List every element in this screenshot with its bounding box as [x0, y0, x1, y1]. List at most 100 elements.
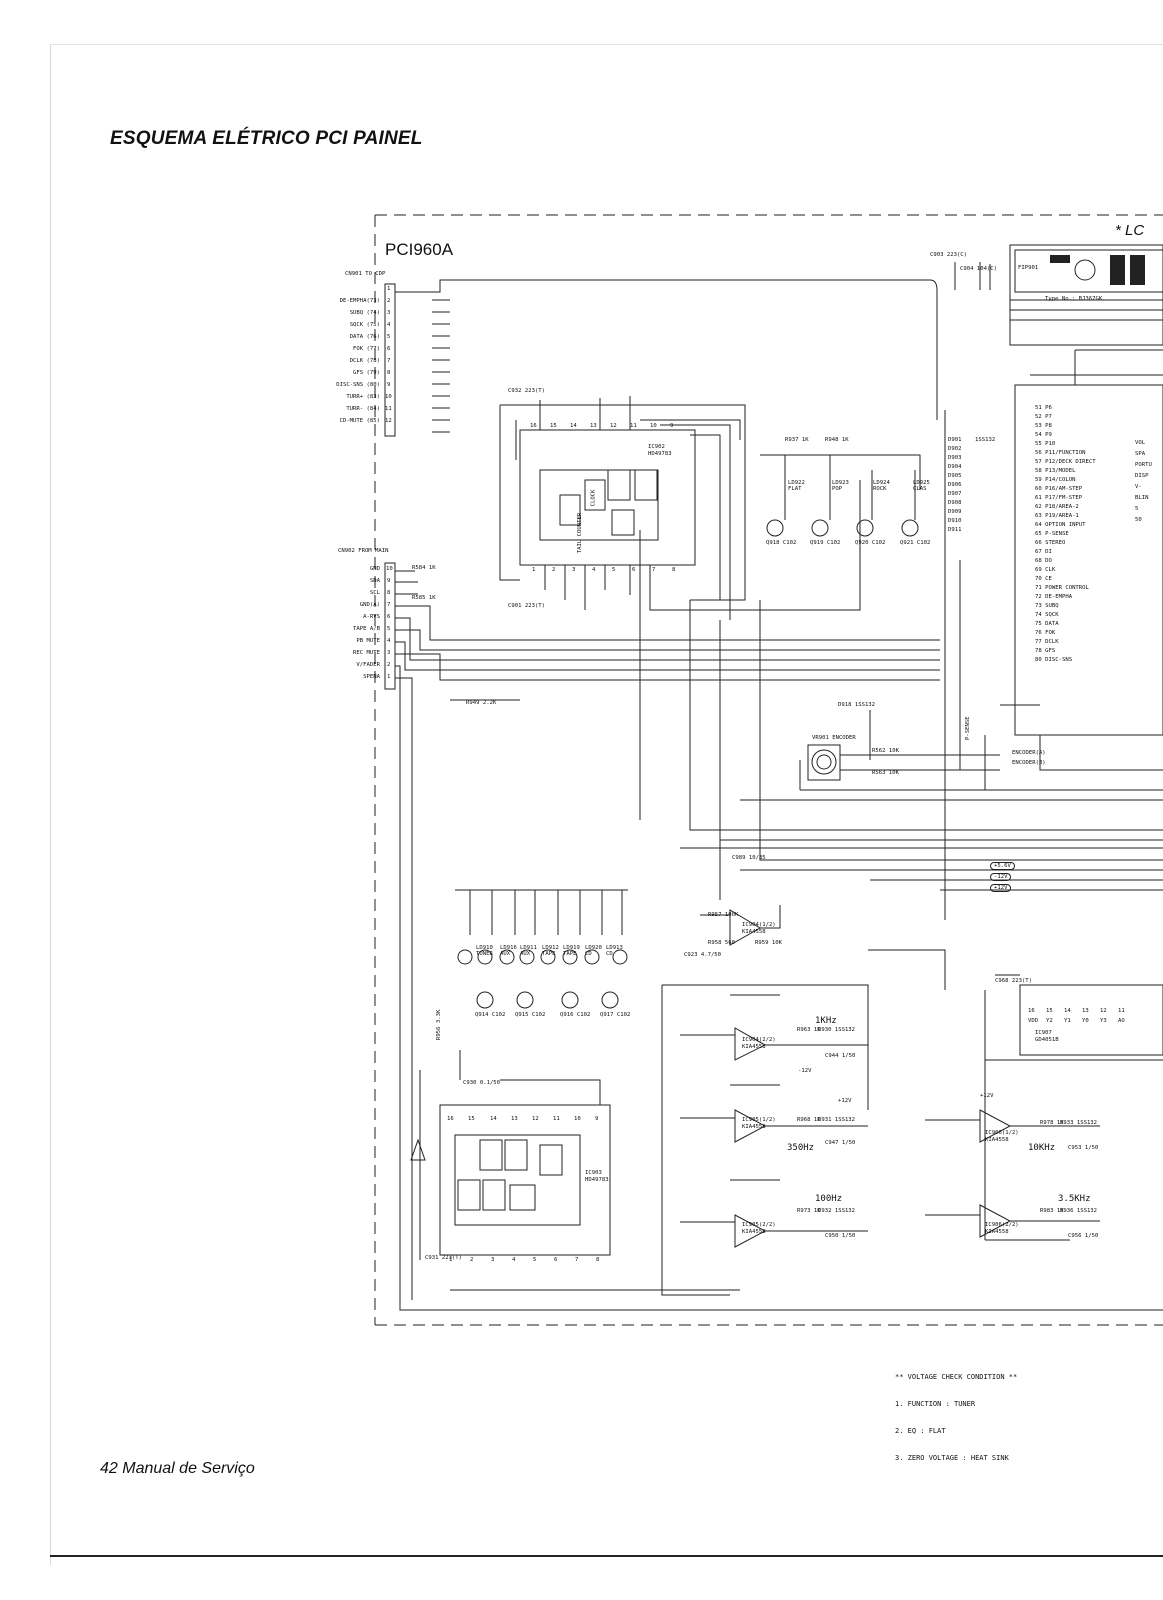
- micro-cell: V-: [1135, 484, 1142, 490]
- cn901-pin-number: 11: [385, 406, 392, 412]
- diode-ref: D906: [948, 482, 962, 488]
- opamp-ref: IC905(1/2): [742, 1117, 776, 1123]
- led-ref: LD920: [585, 945, 602, 951]
- filter-res: R978 1K: [1040, 1120, 1064, 1126]
- led-ref: LD910: [476, 945, 493, 951]
- cn901-pin-number: 8: [387, 370, 391, 376]
- cn902-pin-label: PB MUTE: [356, 638, 380, 644]
- opamp-part: KIA4558: [985, 1229, 1009, 1235]
- r956-label: R956 3.3K: [436, 1009, 442, 1040]
- notes-item: 1. FUNCTION : TUNER: [895, 1400, 976, 1408]
- cn901-pin-label: SQCK (75): [349, 322, 380, 328]
- r958-label: R958 560: [708, 940, 735, 946]
- cn902-title: CN902 FROM MAIN: [338, 548, 389, 554]
- cn902-pin-number: 1: [387, 674, 391, 680]
- ic902-part: HD49783: [648, 451, 672, 457]
- supply-label: -12V: [798, 1068, 812, 1074]
- led-name: CD: [606, 951, 613, 957]
- micro-pin: 67 DI: [1035, 549, 1052, 555]
- opamp-part: KIA4558: [742, 1044, 766, 1050]
- filter-cap: C956 1/50: [1068, 1233, 1099, 1239]
- page-edge: [50, 44, 1163, 1565]
- micro-cell: DISP: [1135, 473, 1149, 479]
- ic907-pin: 16: [1028, 1008, 1035, 1014]
- micro-pin: 53 P8: [1035, 423, 1052, 429]
- ic902-block: TAIL COUNTER: [577, 512, 584, 554]
- cn902-pin-number: 6: [387, 614, 391, 620]
- cn902-pin-label: V/FADER: [356, 662, 380, 668]
- rail-label: -12V: [990, 873, 1012, 881]
- cn901-pin-number: 1: [387, 286, 391, 292]
- ic902-ref: IC902: [648, 444, 665, 450]
- ic903-ref: IC903: [585, 1170, 602, 1176]
- micro-pin: 68 DO: [1035, 558, 1052, 564]
- led-name: TUNER: [476, 951, 493, 957]
- diode-ref: D904: [948, 464, 962, 470]
- rail-label: +12V: [990, 884, 1012, 892]
- cn901-pin-label: SUBQ (74): [349, 310, 380, 316]
- notes-item: 3. ZERO VOLTAGE : HEAT SINK: [895, 1454, 1009, 1462]
- micro-pin: 72 DE-EMPHA: [1035, 594, 1073, 600]
- led-ref: LD919: [563, 945, 580, 951]
- cn902-pin-label: GND(A): [359, 602, 380, 608]
- vr901-label: VR901 ENCODER: [812, 735, 856, 741]
- d918-label: D918 1SS132: [838, 702, 876, 708]
- ic902-pin: 6: [632, 567, 636, 573]
- micro-pin: 63 P19/AREA-1: [1035, 513, 1079, 519]
- ic903-pin: 9: [595, 1116, 599, 1122]
- ic903-pin: 13: [511, 1116, 518, 1122]
- cn902-pin-number: 10: [386, 566, 393, 572]
- micro-pin-list: 51 P6 52 P7 53 P8 54 P9 55 P10 56 P11/FU…: [1035, 405, 1096, 663]
- micro-pin: 69 CLK: [1035, 567, 1056, 573]
- micro-pin: 70 CE: [1035, 576, 1052, 582]
- cn902-pin-label: GND: [369, 566, 380, 572]
- ic902-pin: 3: [572, 567, 576, 573]
- ic903-pin: 7: [575, 1257, 579, 1263]
- filter-freq: 100Hz: [815, 1194, 843, 1204]
- ic903-pin: 12: [532, 1116, 539, 1122]
- encoder-label: ENCODER(B): [1012, 760, 1046, 766]
- filter-cap: C944 1/50: [825, 1053, 856, 1059]
- ic907-pin: 15: [1046, 1008, 1053, 1014]
- micro-cell: 5: [1135, 506, 1139, 512]
- encoder-label: ENCODER(A): [1012, 750, 1046, 756]
- cn901-pin-number: 10: [385, 394, 392, 400]
- c923-label: C923 4.7/50: [684, 952, 722, 958]
- micro-cell: BLIN: [1135, 495, 1149, 501]
- diode-ref: D907: [948, 491, 962, 497]
- micro-pin: 78 GFS: [1035, 648, 1056, 654]
- cn901-pin-number: 12: [385, 418, 392, 424]
- diode-column: D901 D902 D903 D904 D905 D906 D907 D908 …: [948, 437, 961, 533]
- ic903-pin: 10: [574, 1116, 581, 1122]
- filter-res: R963 1K: [797, 1027, 821, 1033]
- micro-pin: 54 P9: [1035, 432, 1052, 438]
- cn901-pin-label: FOK (77): [353, 346, 380, 352]
- page-footer: 42 Manual de Serviço: [100, 1460, 255, 1477]
- led-ref: LD911: [520, 945, 537, 951]
- page-title: ESQUEMA ELÉTRICO PCI PAINEL: [110, 128, 423, 149]
- filter-diode: D936 1SS132: [1060, 1208, 1098, 1214]
- cn901-pin-number: 9: [387, 382, 391, 388]
- micro-pin: 77 DCLK: [1035, 639, 1059, 645]
- led-name: ROCK: [873, 486, 887, 492]
- ic907-ref: IC907: [1035, 1030, 1052, 1036]
- cn901-pin-label: DISC-SNS (80): [336, 382, 380, 388]
- cn901-pin-number: 2: [387, 298, 391, 304]
- micro-pin: 59 P14/COLON: [1035, 477, 1076, 483]
- supply-label: +12V: [838, 1098, 852, 1104]
- led-name: TAPE: [563, 951, 577, 957]
- ic904a-ref: IC904(1/2): [742, 922, 776, 928]
- ic902-pin: 5: [612, 567, 616, 573]
- ic902-pin: 11: [630, 423, 637, 429]
- opamp-ref: IC905(2/2): [742, 1222, 776, 1228]
- cn902-pin-number: 8: [387, 590, 391, 596]
- ic902-pin: 14: [570, 423, 577, 429]
- ic903-pin: 4: [512, 1257, 516, 1263]
- diode-ref: D911: [948, 527, 962, 533]
- transistor-label: Q919 C102: [810, 540, 841, 546]
- c930-label: C930 0.1/50: [463, 1080, 501, 1086]
- transistor-label: Q915 C102: [515, 1012, 546, 1018]
- ic903-pin: 6: [554, 1257, 558, 1263]
- micro-pin: 66 STEREO: [1035, 540, 1066, 546]
